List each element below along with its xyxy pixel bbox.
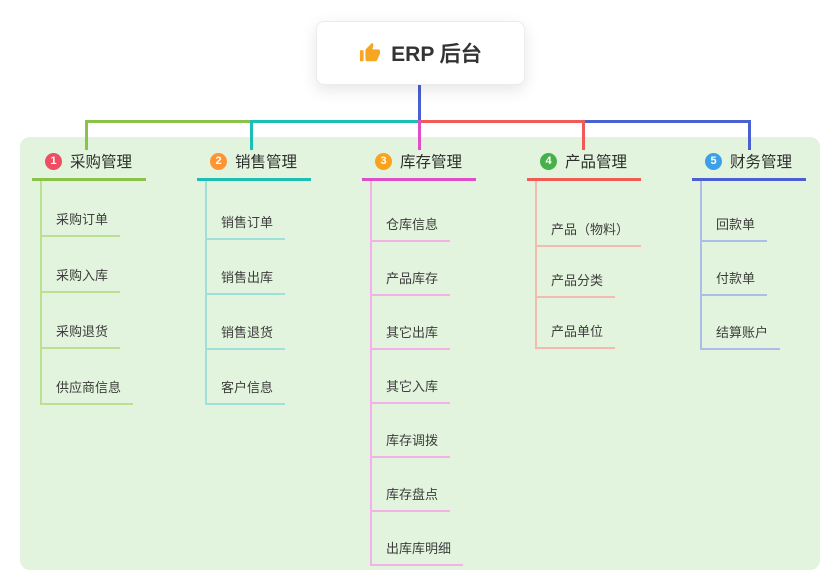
branch-drop-connector bbox=[85, 120, 88, 150]
child-node[interactable]: 采购入库 bbox=[40, 266, 121, 293]
branch-title-label: 销售管理 bbox=[235, 154, 298, 171]
child-node[interactable]: 回款单 bbox=[700, 215, 768, 242]
branch-node-5[interactable]: 5 财务管理 bbox=[692, 150, 807, 181]
child-node[interactable]: 采购退货 bbox=[40, 322, 121, 349]
child-node[interactable]: 仓库信息 bbox=[370, 215, 451, 242]
child-node[interactable]: 产品单位 bbox=[535, 322, 616, 349]
child-node[interactable]: 库存盘点 bbox=[370, 485, 451, 512]
connector-line bbox=[418, 120, 583, 123]
child-node[interactable]: 客户信息 bbox=[205, 378, 286, 405]
branch-number-badge: 3 bbox=[375, 152, 392, 170]
children-connector-line bbox=[370, 179, 372, 564]
child-node[interactable]: 产品库存 bbox=[370, 269, 451, 296]
child-node[interactable]: 结算账户 bbox=[700, 323, 781, 350]
connector-line bbox=[583, 120, 750, 123]
branch-drop-connector bbox=[418, 120, 421, 150]
thumbs-up-icon bbox=[360, 42, 381, 62]
branch-number-badge: 5 bbox=[705, 152, 722, 170]
branch-number-badge: 1 bbox=[45, 152, 62, 170]
branch-drop-connector bbox=[582, 120, 585, 150]
root-connector bbox=[418, 83, 421, 121]
branch-title-label: 财务管理 bbox=[730, 154, 793, 171]
root-node[interactable]: ERP 后台 bbox=[316, 21, 525, 85]
branch-number-badge: 4 bbox=[540, 152, 557, 170]
child-node[interactable]: 其它入库 bbox=[370, 377, 451, 404]
root-title-label: ERP 后台 bbox=[391, 43, 482, 66]
child-node[interactable]: 销售出库 bbox=[205, 268, 286, 295]
branch-title-label: 库存管理 bbox=[400, 154, 463, 171]
child-node[interactable]: 产品分类 bbox=[535, 271, 616, 298]
child-node[interactable]: 库存调拨 bbox=[370, 431, 451, 458]
child-node[interactable]: 产品（物料） bbox=[535, 220, 642, 247]
child-node[interactable]: 销售退货 bbox=[205, 323, 286, 350]
children-connector-line bbox=[205, 179, 207, 403]
thumbs-up-shape bbox=[360, 42, 381, 62]
branch-drop-connector bbox=[748, 120, 751, 150]
child-node[interactable]: 出库库明细 bbox=[370, 539, 464, 566]
branch-drop-connector bbox=[250, 120, 253, 150]
connector-line bbox=[250, 120, 418, 123]
branch-node-3[interactable]: 3 库存管理 bbox=[362, 150, 477, 181]
branch-node-1[interactable]: 1 采购管理 bbox=[32, 150, 147, 181]
branch-node-4[interactable]: 4 产品管理 bbox=[527, 150, 642, 181]
connector-line bbox=[85, 120, 250, 123]
child-node[interactable]: 采购订单 bbox=[40, 210, 121, 237]
branch-number-badge: 2 bbox=[210, 152, 227, 170]
child-node[interactable]: 其它出库 bbox=[370, 323, 451, 350]
children-connector-line bbox=[535, 179, 537, 347]
branches-background-panel bbox=[20, 137, 820, 570]
child-node[interactable]: 销售订单 bbox=[205, 213, 286, 240]
children-connector-line bbox=[700, 179, 702, 348]
branch-title-label: 采购管理 bbox=[70, 154, 133, 171]
child-node[interactable]: 付款单 bbox=[700, 269, 768, 296]
branch-node-2[interactable]: 2 销售管理 bbox=[197, 150, 312, 181]
child-node[interactable]: 供应商信息 bbox=[40, 378, 134, 405]
branch-title-label: 产品管理 bbox=[565, 154, 628, 171]
